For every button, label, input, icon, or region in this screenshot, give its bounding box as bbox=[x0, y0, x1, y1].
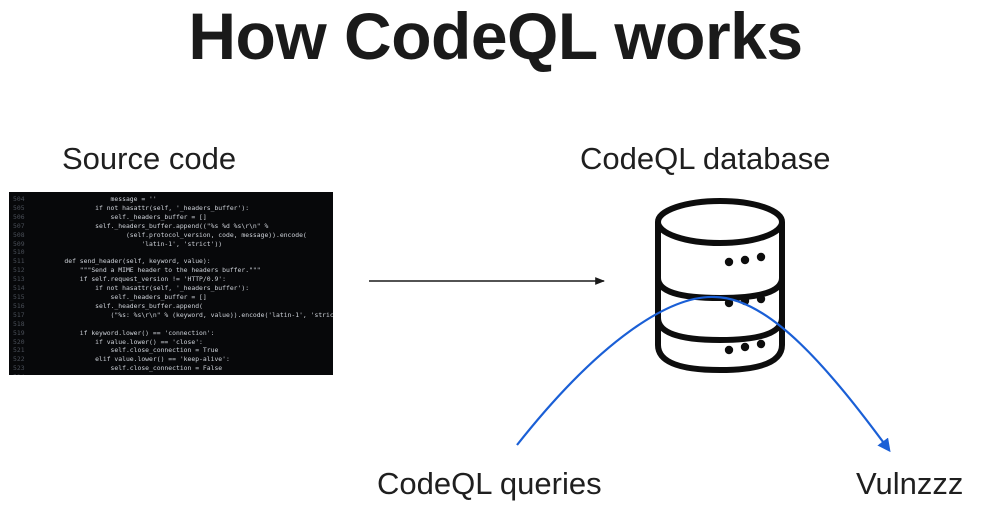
code-line: 514 if not hasattr(self, '_headers_buffe… bbox=[9, 284, 333, 293]
code-line: 520 if value.lower() == 'close': bbox=[9, 338, 333, 347]
code-line-number: 523 bbox=[13, 364, 25, 373]
code-line-number: 508 bbox=[13, 230, 25, 239]
vulnerabilities-label: Vulnzzz bbox=[856, 466, 964, 501]
code-line-text: if value.lower() == 'close': bbox=[49, 337, 203, 346]
code-line: 523 self.close_connection = False bbox=[9, 364, 333, 373]
code-line: 518 bbox=[9, 320, 333, 329]
code-line-number: 522 bbox=[13, 355, 25, 364]
code-line-number: 521 bbox=[13, 346, 25, 355]
code-line-number: 518 bbox=[13, 319, 25, 328]
code-line: 513 if self.request_version != 'HTTP/0.9… bbox=[9, 275, 333, 284]
code-line-number: 519 bbox=[13, 328, 25, 337]
code-line-text: if not hasattr(self, '_headers_buffer'): bbox=[49, 203, 250, 212]
query-path-arrow bbox=[516, 295, 891, 453]
code-line-text: self.close_connection = True bbox=[49, 346, 219, 355]
code-line-number: 524 bbox=[9, 373, 49, 375]
code-line-number: 509 bbox=[13, 239, 25, 248]
code-line-text: self._headers_buffer.append(("%s %d %s\r… bbox=[49, 221, 269, 230]
code-line: 522 elif value.lower() == 'keep-alive': bbox=[9, 355, 333, 364]
code-line-number: 507 bbox=[13, 221, 25, 230]
queries-label: CodeQL queries bbox=[377, 466, 602, 501]
code-line: 505 if not hasattr(self, '_headers_buffe… bbox=[9, 204, 333, 213]
code-line-number: 514 bbox=[13, 284, 25, 293]
code-line: 512 """Send a MIME header to the headers… bbox=[9, 266, 333, 275]
database-dots bbox=[724, 252, 766, 355]
code-line-text: elif value.lower() == 'keep-alive': bbox=[49, 355, 230, 364]
code-line-number: 510 bbox=[13, 248, 25, 257]
code-line: 509 'latin-1', 'strict')) bbox=[9, 240, 333, 249]
code-line: 506 self._headers_buffer = [] bbox=[9, 213, 333, 222]
code-line: 516 self._headers_buffer.append( bbox=[9, 302, 333, 311]
code-line: 508 (self.protocol_version, code, messag… bbox=[9, 231, 333, 240]
code-line: 510 bbox=[9, 248, 333, 257]
code-line-number: 520 bbox=[13, 337, 25, 346]
code-line-number: 504 bbox=[13, 195, 25, 203]
code-line: 517 ("%s: %s\r\n" % (keyword, value)).en… bbox=[9, 311, 333, 320]
code-line-text: """Send a MIME header to the headers buf… bbox=[49, 266, 261, 275]
code-line-number: 515 bbox=[13, 292, 25, 301]
code-line-number: 512 bbox=[13, 266, 25, 275]
code-line-text: self._headers_buffer = [] bbox=[49, 212, 207, 221]
code-line: 515 self._headers_buffer = [] bbox=[9, 293, 333, 302]
code-line-number: 505 bbox=[13, 203, 25, 212]
code-line: 519 if keyword.lower() == 'connection': bbox=[9, 329, 333, 338]
code-line: 521 self.close_connection = True bbox=[9, 346, 333, 355]
slide-title: How CodeQL works bbox=[188, 0, 803, 73]
code-line-text: ("%s: %s\r\n" % (keyword, value)).encode… bbox=[49, 310, 333, 319]
code-line-text: self.close_connection = False bbox=[49, 364, 223, 373]
code-line-number: 516 bbox=[13, 301, 25, 310]
code-line-text: self._headers_buffer.append( bbox=[49, 301, 203, 310]
code-line-number: 517 bbox=[13, 310, 25, 319]
code-line-text: if self.request_version != 'HTTP/0.9': bbox=[49, 275, 226, 284]
code-line: 511 def send_header(self, keyword, value… bbox=[9, 257, 333, 266]
code-line-text: def send_header(self, keyword, value): bbox=[49, 257, 211, 266]
code-line-number: 506 bbox=[13, 212, 25, 221]
code-line-text: message = '' bbox=[49, 195, 157, 203]
source-code-screenshot: 504 message = ''505 if not hasattr(self,… bbox=[9, 192, 333, 375]
code-line-text: (self.protocol_version, code, message)).… bbox=[49, 230, 307, 239]
code-line: 524 bbox=[9, 373, 333, 375]
code-line-text: if keyword.lower() == 'connection': bbox=[49, 328, 215, 337]
database-icon bbox=[655, 198, 785, 373]
code-line: 504 message = '' bbox=[9, 195, 333, 204]
code-line-text: 'latin-1', 'strict')) bbox=[49, 239, 223, 248]
database-label: CodeQL database bbox=[580, 141, 831, 176]
code-line-text: if not hasattr(self, '_headers_buffer'): bbox=[49, 284, 250, 293]
code-line-number: 511 bbox=[13, 257, 25, 266]
code-line: 507 self._headers_buffer.append(("%s %d … bbox=[9, 222, 333, 231]
code-line-text: self._headers_buffer = [] bbox=[49, 292, 207, 301]
code-snippet: 504 message = ''505 if not hasattr(self,… bbox=[9, 192, 333, 375]
code-line-number: 513 bbox=[13, 275, 25, 284]
source-code-label: Source code bbox=[62, 141, 237, 176]
